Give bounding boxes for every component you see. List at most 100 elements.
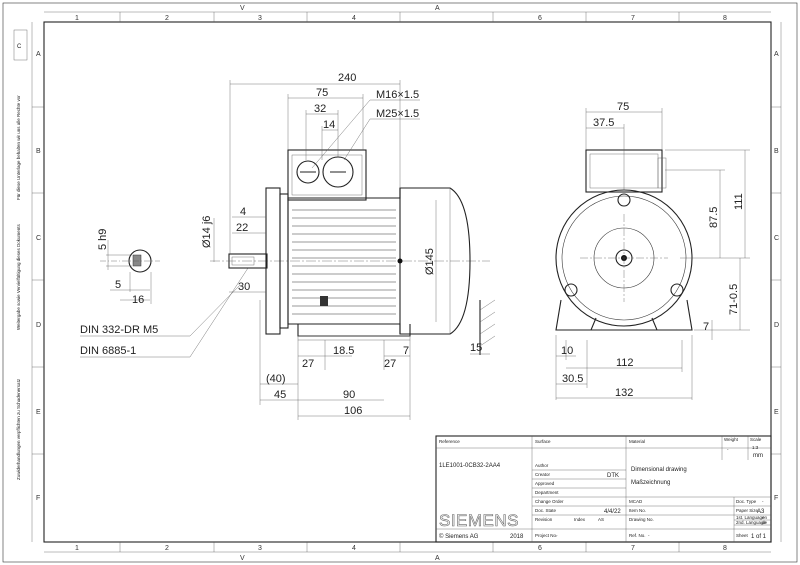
dim-foot-27-left: 27 <box>302 358 314 370</box>
din-note-2: DIN 6885-1 <box>80 345 136 357</box>
dim-overall-length: 240 <box>338 72 356 84</box>
tb-revision-label: Revision <box>535 517 553 522</box>
dim-foot-18-5: 18.5 <box>333 345 354 357</box>
dim-key-offset: 4 <box>240 206 246 218</box>
dim-90: 90 <box>343 389 355 401</box>
row-label: A <box>774 51 779 58</box>
dim-106: 106 <box>344 405 362 417</box>
dim-foot-7: 7 <box>403 345 409 357</box>
col-label: 6 <box>538 545 542 552</box>
bottom-mark: V <box>240 555 245 562</box>
dim-foot-width: 132 <box>615 387 633 399</box>
dim-shaft-diameter: Ø14 j6 <box>201 216 213 248</box>
col-label: 3 <box>258 545 262 552</box>
row-label: D <box>774 322 779 329</box>
dim-end-foot-7: 7 <box>703 321 709 333</box>
dim-height-111: 111 <box>733 193 745 210</box>
tb-ref-no-label: Ref. No. <box>629 533 646 538</box>
dim-flange-diameter: Ø145 <box>424 248 436 275</box>
col-label: 1 <box>75 545 79 552</box>
tb-project-no-value: - <box>556 533 558 538</box>
legal-note: Weitergabe sowie Vervielfältigung dieses… <box>16 224 21 330</box>
tb-doc-type-label: Doc. Type <box>736 499 757 504</box>
tb-change-order-label: Change Order <box>535 499 564 504</box>
ground-dim: 15 <box>470 342 482 354</box>
tb-doc-type-value: - <box>762 499 764 504</box>
legal-note: Für diese Unterlage behalten wir uns all… <box>16 95 21 200</box>
col-label: 3 <box>258 15 262 22</box>
margin-notes: C Für diese Unterlage behalten wir uns a… <box>13 29 28 480</box>
row-label: C <box>774 235 779 242</box>
col-label: 7 <box>631 15 635 22</box>
tb-creator-value: DTK <box>607 473 619 479</box>
tb-sheet-label: Sheet <box>736 533 749 538</box>
tb-scale-value: 1:3 <box>752 445 759 450</box>
col-label: 4 <box>352 15 356 22</box>
row-label: F <box>774 495 778 502</box>
tb-weight-value: - <box>727 447 729 452</box>
tb-paper-size-label: Paper Size <box>736 508 759 513</box>
col-label: 2 <box>165 15 169 22</box>
tb-material-label: Material <box>629 439 645 444</box>
dim-45: 45 <box>274 389 286 401</box>
shaft-key-detail: 5 h9 5 16 DIN 332-DR M5 DIN 6885-1 <box>80 229 249 358</box>
thread-small: M16×1.5 <box>376 89 419 101</box>
legal-note: Zuwiderhandlungen verpflichten zu Schade… <box>16 378 21 480</box>
column-ticks <box>32 12 781 552</box>
tb-author-label: Author <box>535 463 549 468</box>
tb-index-label: Index <box>574 517 586 522</box>
row-label: C <box>36 235 41 242</box>
tb-ref-no-value: - <box>648 533 650 538</box>
dim-foot-27-right: 27 <box>384 358 396 370</box>
tb-paper-size-value: A3 <box>757 509 765 515</box>
tb-weight-label: Weight <box>724 437 739 442</box>
dim-box-offset: 37.5 <box>593 117 614 129</box>
thread-large: M25×1.5 <box>376 108 419 120</box>
row-label: F <box>36 495 40 502</box>
key-width-label: 5 h9 <box>97 229 109 250</box>
tb-title-en: Dimensional drawing <box>631 467 687 473</box>
row-label: B <box>36 148 41 155</box>
tb-unit: mm <box>753 453 763 459</box>
dim-shaft-length: 22 <box>236 222 248 234</box>
tb-first-lang-label: 1st. Language <box>736 515 765 520</box>
tb-approved-label: Approved <box>535 481 555 486</box>
col-label: 7 <box>631 545 635 552</box>
tb-second-lang-value: de <box>762 520 768 525</box>
row-label: E <box>36 409 41 416</box>
row-label: D <box>36 322 41 329</box>
col-label: 4 <box>352 545 356 552</box>
dim-offset-32: 32 <box>314 103 326 115</box>
key-dim-5: 5 <box>115 279 121 291</box>
cooling-fins <box>292 209 396 315</box>
dim-hole-spacing: 112 <box>616 357 634 369</box>
dim-conduit-spacing: 75 <box>316 87 328 99</box>
row-label: B <box>774 148 779 155</box>
col-label: 2 <box>165 545 169 552</box>
row-label: A <box>36 51 41 58</box>
dim-shaft-height: 71-0.5 <box>728 284 740 315</box>
tb-item-no-label: Item No. <box>629 508 646 513</box>
col-label: 6 <box>538 15 542 22</box>
bottom-mark: A <box>435 555 440 562</box>
tb-year: 2018 <box>510 534 524 540</box>
tb-department-label: Department <box>535 490 559 495</box>
tb-doc-state-label: Doc. State <box>535 508 557 513</box>
top-mark: A <box>435 5 440 12</box>
dim-box-width: 75 <box>617 101 629 113</box>
dim-height-87-5: 87.5 <box>708 207 720 228</box>
din-note-1: DIN 332-DR M5 <box>80 324 158 336</box>
key-dim-16: 16 <box>132 294 144 306</box>
col-label: 8 <box>723 545 727 552</box>
tb-creator-label: Creator <box>535 472 551 477</box>
side-view-dimensions: 240 75 32 14 M16×1.5 M25×1.5 4 22 Ø14 j6… <box>201 72 437 420</box>
corner-box-label: C <box>17 44 22 50</box>
siemens-logo: SIEMENS <box>439 511 519 530</box>
tb-sheet-value: 1 of 1 <box>751 534 767 540</box>
dim-40: (40) <box>266 373 286 385</box>
dim-end-foot-10: 10 <box>561 345 573 357</box>
dim-offset-14: 14 <box>323 119 335 131</box>
tb-project-no-label: Project No. <box>535 533 557 538</box>
